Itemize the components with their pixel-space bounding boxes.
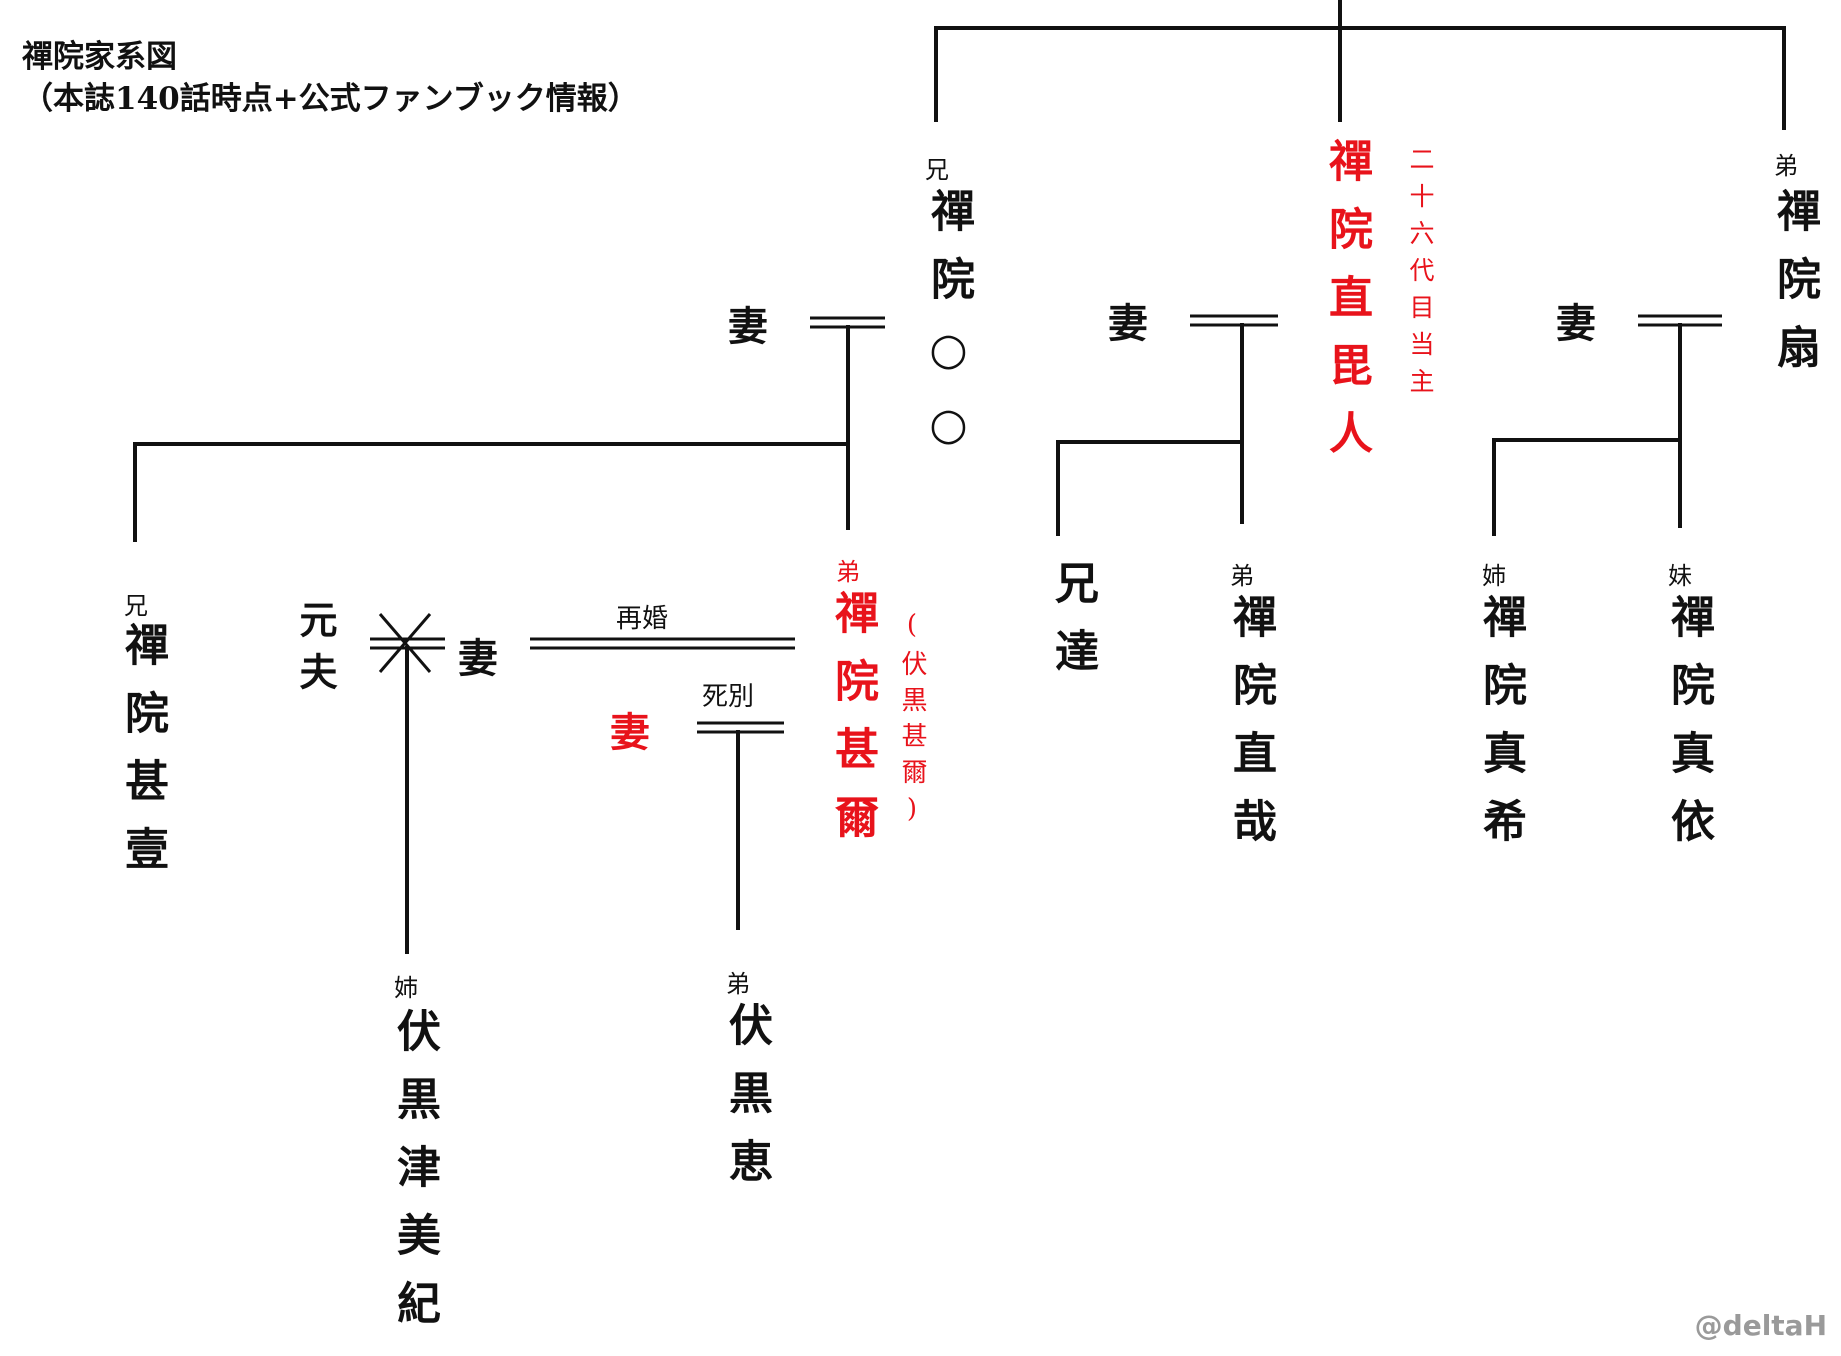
- relation-label-mai: 妹: [1668, 562, 1692, 590]
- person-mai: 禪院真依: [1663, 594, 1714, 866]
- relation-label-toji: 弟: [836, 558, 860, 586]
- wife-label-toji-first: 妻: [458, 635, 498, 682]
- toji-alias-note: (伏黒甚爾): [897, 610, 927, 834]
- wife-label-elder: 妻: [728, 303, 768, 350]
- page-title: 禪院家系図 （本誌140話時点+公式ファンブック情報）: [22, 39, 639, 117]
- relation-label-ogi: 弟: [1774, 152, 1798, 180]
- person-maki: 禪院真希: [1475, 594, 1526, 866]
- person-megumi: 伏黒恵: [721, 1002, 772, 1206]
- relation-label-megumi: 弟: [726, 970, 750, 998]
- wife-label-naobito: 妻: [1108, 300, 1148, 347]
- ex-husband-label: 元夫: [293, 600, 338, 704]
- person-ogi: 禪院扇: [1769, 188, 1820, 392]
- person-naobito: 禪院直毘人: [1321, 138, 1372, 478]
- person-naoya: 禪院直哉: [1225, 594, 1276, 866]
- bereaved-label: 死別: [702, 682, 755, 712]
- person-toji: 禪院甚爾: [827, 590, 878, 862]
- person-jinichi: 禪院甚壹: [117, 622, 168, 894]
- relation-label-jinichi: 兄: [124, 592, 148, 620]
- relation-label-tsumiki: 姉: [394, 974, 418, 1002]
- wife-label-ogi: 妻: [1556, 300, 1596, 347]
- person-elder-father: 禪院○○: [923, 188, 974, 474]
- remarriage-label: 再婚: [616, 604, 669, 634]
- person-tsumiki: 伏黒津美紀: [389, 1008, 440, 1348]
- person-brothers: 兄達: [1047, 560, 1098, 696]
- naobito-title-note: 二十六代目当主: [1406, 146, 1435, 405]
- divorce-cross-2: [378, 613, 432, 673]
- author-credit: @deltaH: [1694, 1309, 1827, 1342]
- relation-label-naoya: 弟: [1230, 562, 1254, 590]
- relation-label-elder-father: 兄: [925, 156, 949, 184]
- relation-label-maki: 姉: [1482, 562, 1506, 590]
- wife-label-toji-second: 妻: [610, 709, 650, 756]
